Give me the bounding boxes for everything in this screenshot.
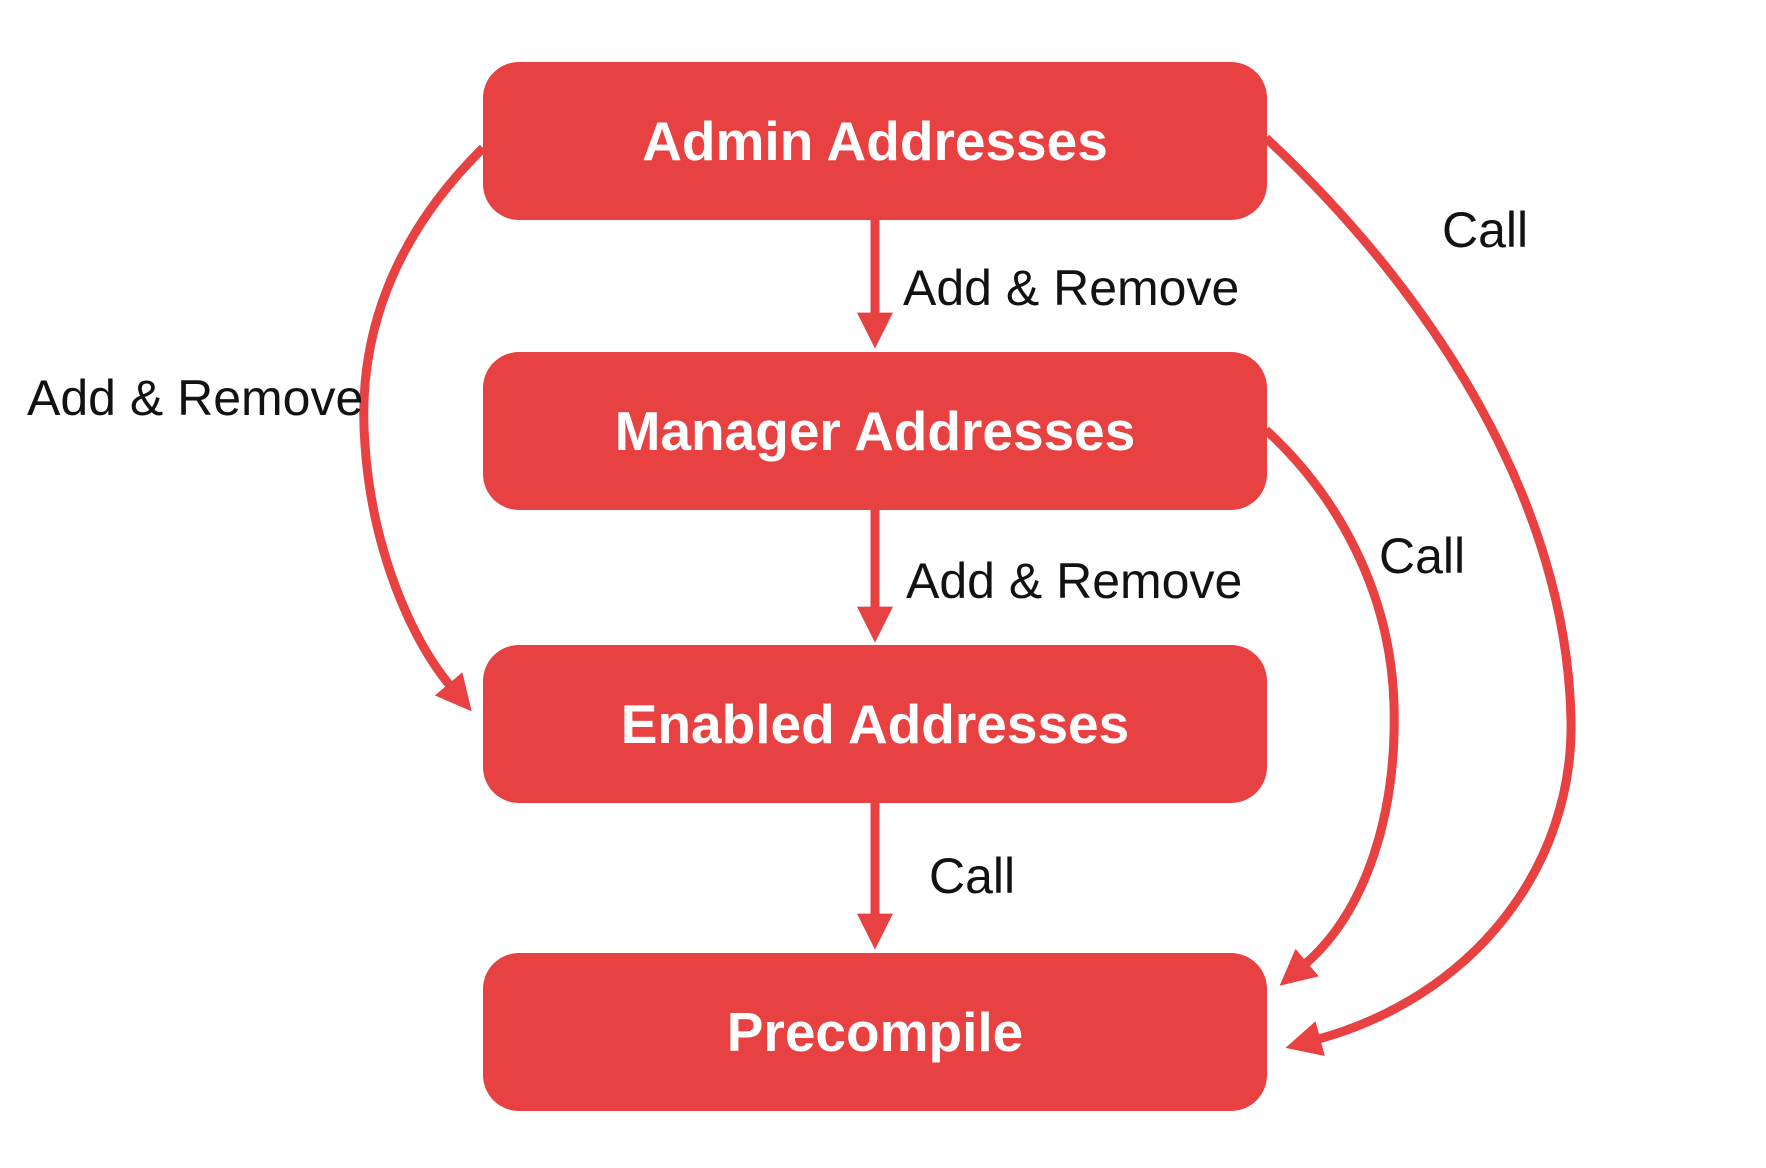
edge-label-enabled-to-precompile: Call (929, 848, 1016, 904)
edge-label-manager-to-precompile: Call (1379, 528, 1466, 584)
node-precompile-label: Precompile (726, 1001, 1024, 1063)
arrow-admin-to-precompile (1262, 134, 1576, 1056)
node-manager-addresses: Manager Addresses (483, 352, 1267, 510)
node-admin-addresses-label: Admin Addresses (642, 110, 1108, 172)
arrow-manager-to-precompile (1262, 426, 1399, 986)
edge-label-admin-to-enabled: Add & Remove (27, 370, 364, 426)
edge-label-admin-to-manager: Add & Remove (903, 260, 1240, 316)
edge-label-admin-to-precompile: Call (1442, 202, 1529, 258)
node-enabled-addresses-label: Enabled Addresses (620, 693, 1130, 755)
arrow-admin-to-enabled (359, 144, 487, 712)
node-precompile: Precompile (483, 953, 1267, 1111)
node-manager-addresses-label: Manager Addresses (614, 400, 1136, 462)
node-admin-addresses: Admin Addresses (483, 62, 1267, 220)
edge-label-manager-to-enabled: Add & Remove (906, 553, 1243, 609)
node-enabled-addresses: Enabled Addresses (483, 645, 1267, 803)
